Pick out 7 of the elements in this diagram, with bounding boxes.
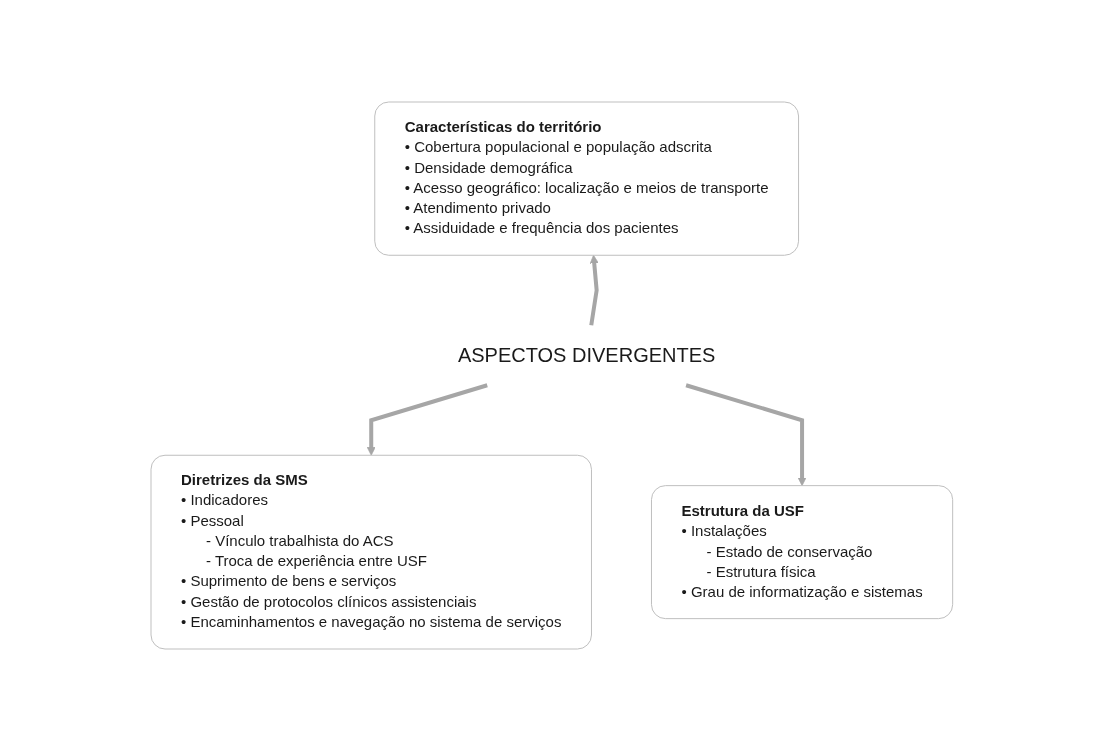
arrow [366,383,488,456]
node-box: Diretrizes da SMS • Indicadores • Pessoal - Vínculo trabalhista do ACS - Troca de experiência entre USF • Suprimento de bens e serviços • Gestão de protocolos clínicos assistenciais • Encaminhamentos e navegação no sistema de serviços [150,454,592,650]
arrow [588,254,599,326]
node-text: ASPECTOS DIVERGENTES [457,344,716,367]
arrow [685,383,807,487]
node-box: Características do território • Cobertura populacional e população adscrita • Densidade demográfica • Acesso geográfico: localização e meios de transporte • Atendimento privado • Assiduidade e frequência dos pacientes [373,101,799,256]
node-box: Estrutura da USF • Instalações - Estado de conservação - Estrutura física • Grau de informatização e sistemas [650,485,953,620]
